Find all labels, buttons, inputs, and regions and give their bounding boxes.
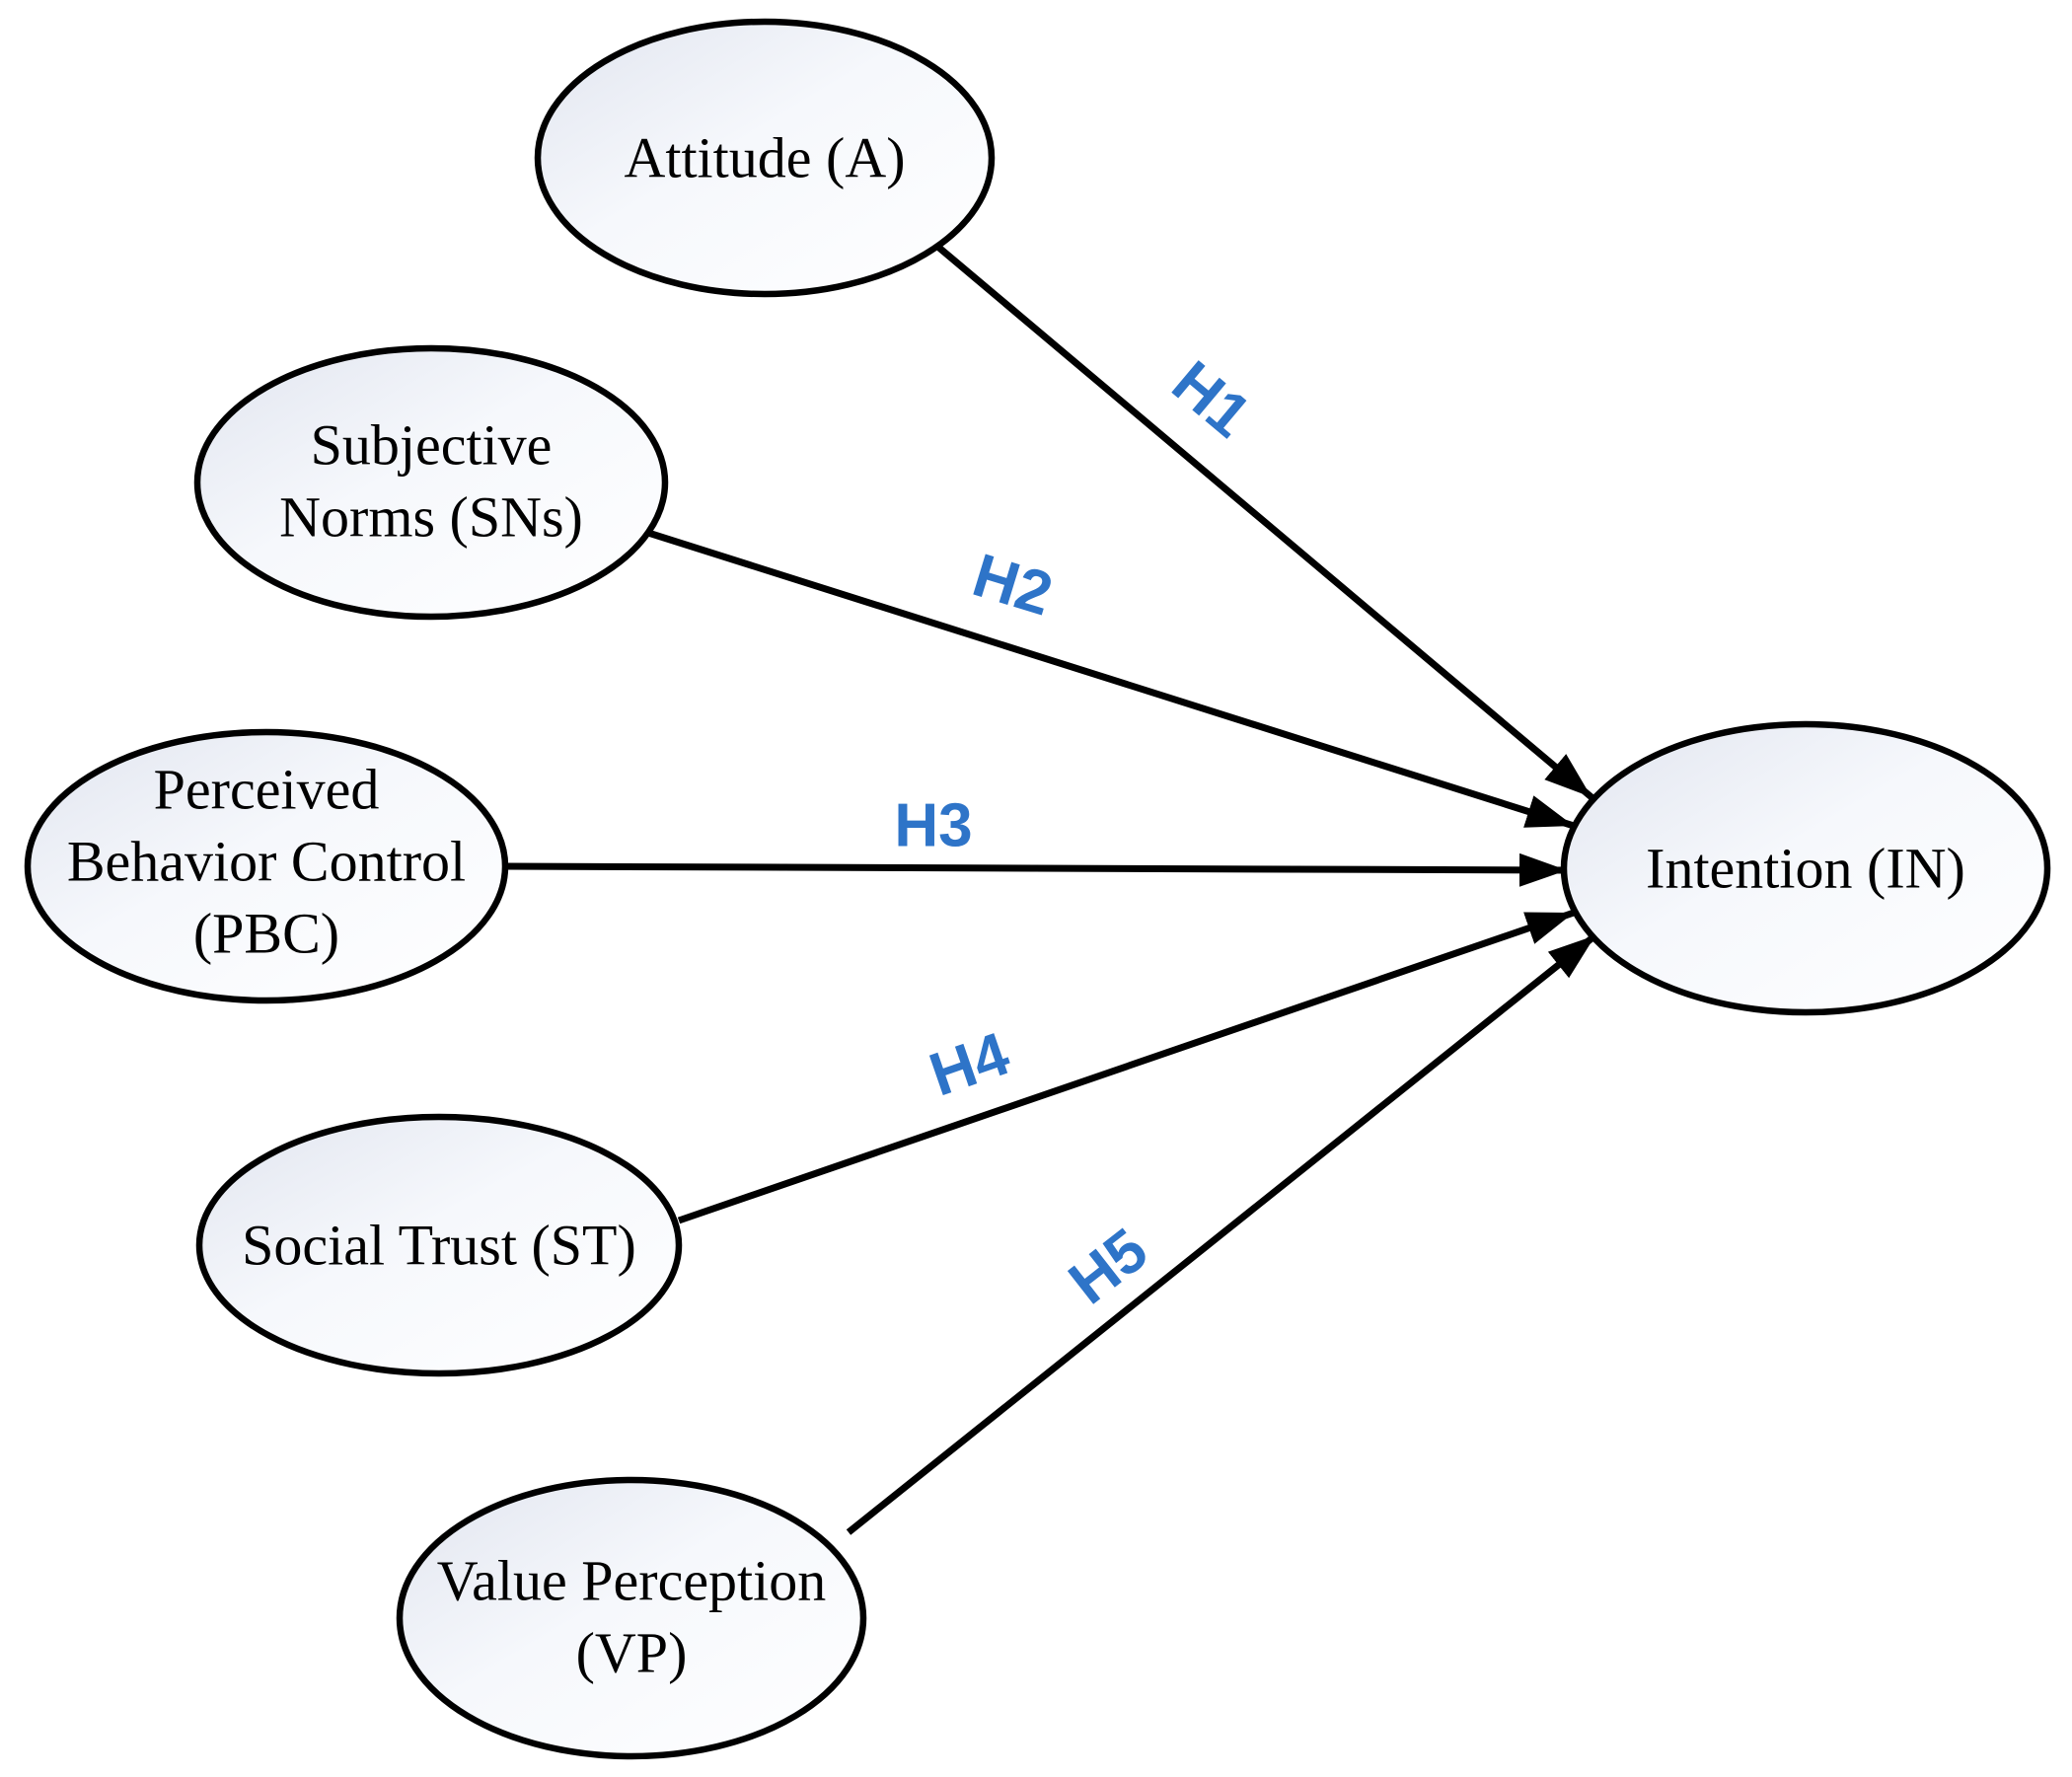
edge-h1-arrow [931, 241, 1594, 800]
edge-h2-arrow [646, 529, 1576, 830]
edge-h3-label: H3 [894, 791, 972, 859]
node-value-perception-label-line2: (VP) [576, 1620, 688, 1684]
node-value-perception: Value Perception (VP) [396, 1476, 867, 1760]
edge-h2: H2 [646, 529, 1576, 830]
node-perceived-behavior-control: Perceived Behavior Control (PBC) [24, 728, 509, 1004]
node-attitude-label: Attitude (A) [624, 125, 905, 189]
node-pbc-label-line2: Behavior Control [67, 829, 466, 893]
node-social-trust-label: Social Trust (ST) [242, 1213, 636, 1277]
node-subjective-norms-ellipse [193, 344, 669, 621]
node-value-perception-ellipse [396, 1476, 867, 1760]
edge-h4-arrow [677, 909, 1576, 1224]
node-attitude: Attitude (A) [534, 18, 996, 298]
node-perceived-behavior-control-ellipse [24, 728, 509, 1004]
node-subjective-norms-label-line2: Norms (SNs) [279, 484, 583, 549]
edge-h5-arrow [846, 932, 1598, 1535]
node-value-perception-label-line1: Value Perception [437, 1548, 827, 1612]
node-pbc-label-line1: Perceived [154, 757, 380, 821]
node-subjective-norms-label-line1: Subjective [311, 412, 553, 477]
edge-h3-arrow [504, 852, 1568, 887]
edge-h5-label: H5 [1057, 1216, 1160, 1317]
node-social-trust: Social Trust (ST) [195, 1113, 683, 1377]
node-social-trust-ellipse [195, 1113, 683, 1377]
node-subjective-norms: Subjective Norms (SNs) [193, 344, 669, 621]
node-intention-ellipse [1560, 720, 2051, 1016]
edge-h2-label: H2 [965, 541, 1060, 629]
edge-h4: H4 [677, 909, 1576, 1224]
node-pbc-label-line3: (PBC) [193, 901, 339, 965]
edge-h5: H5 [846, 932, 1598, 1535]
node-intention: Intention (IN) [1560, 720, 2051, 1016]
node-intention-label: Intention (IN) [1646, 836, 1965, 900]
edge-h3: H3 [504, 791, 1568, 887]
node-attitude-ellipse [534, 18, 996, 298]
edge-h1: H1 [931, 241, 1594, 800]
edge-h1-label: H1 [1159, 348, 1263, 451]
edge-h4-label: H4 [922, 1019, 1018, 1109]
